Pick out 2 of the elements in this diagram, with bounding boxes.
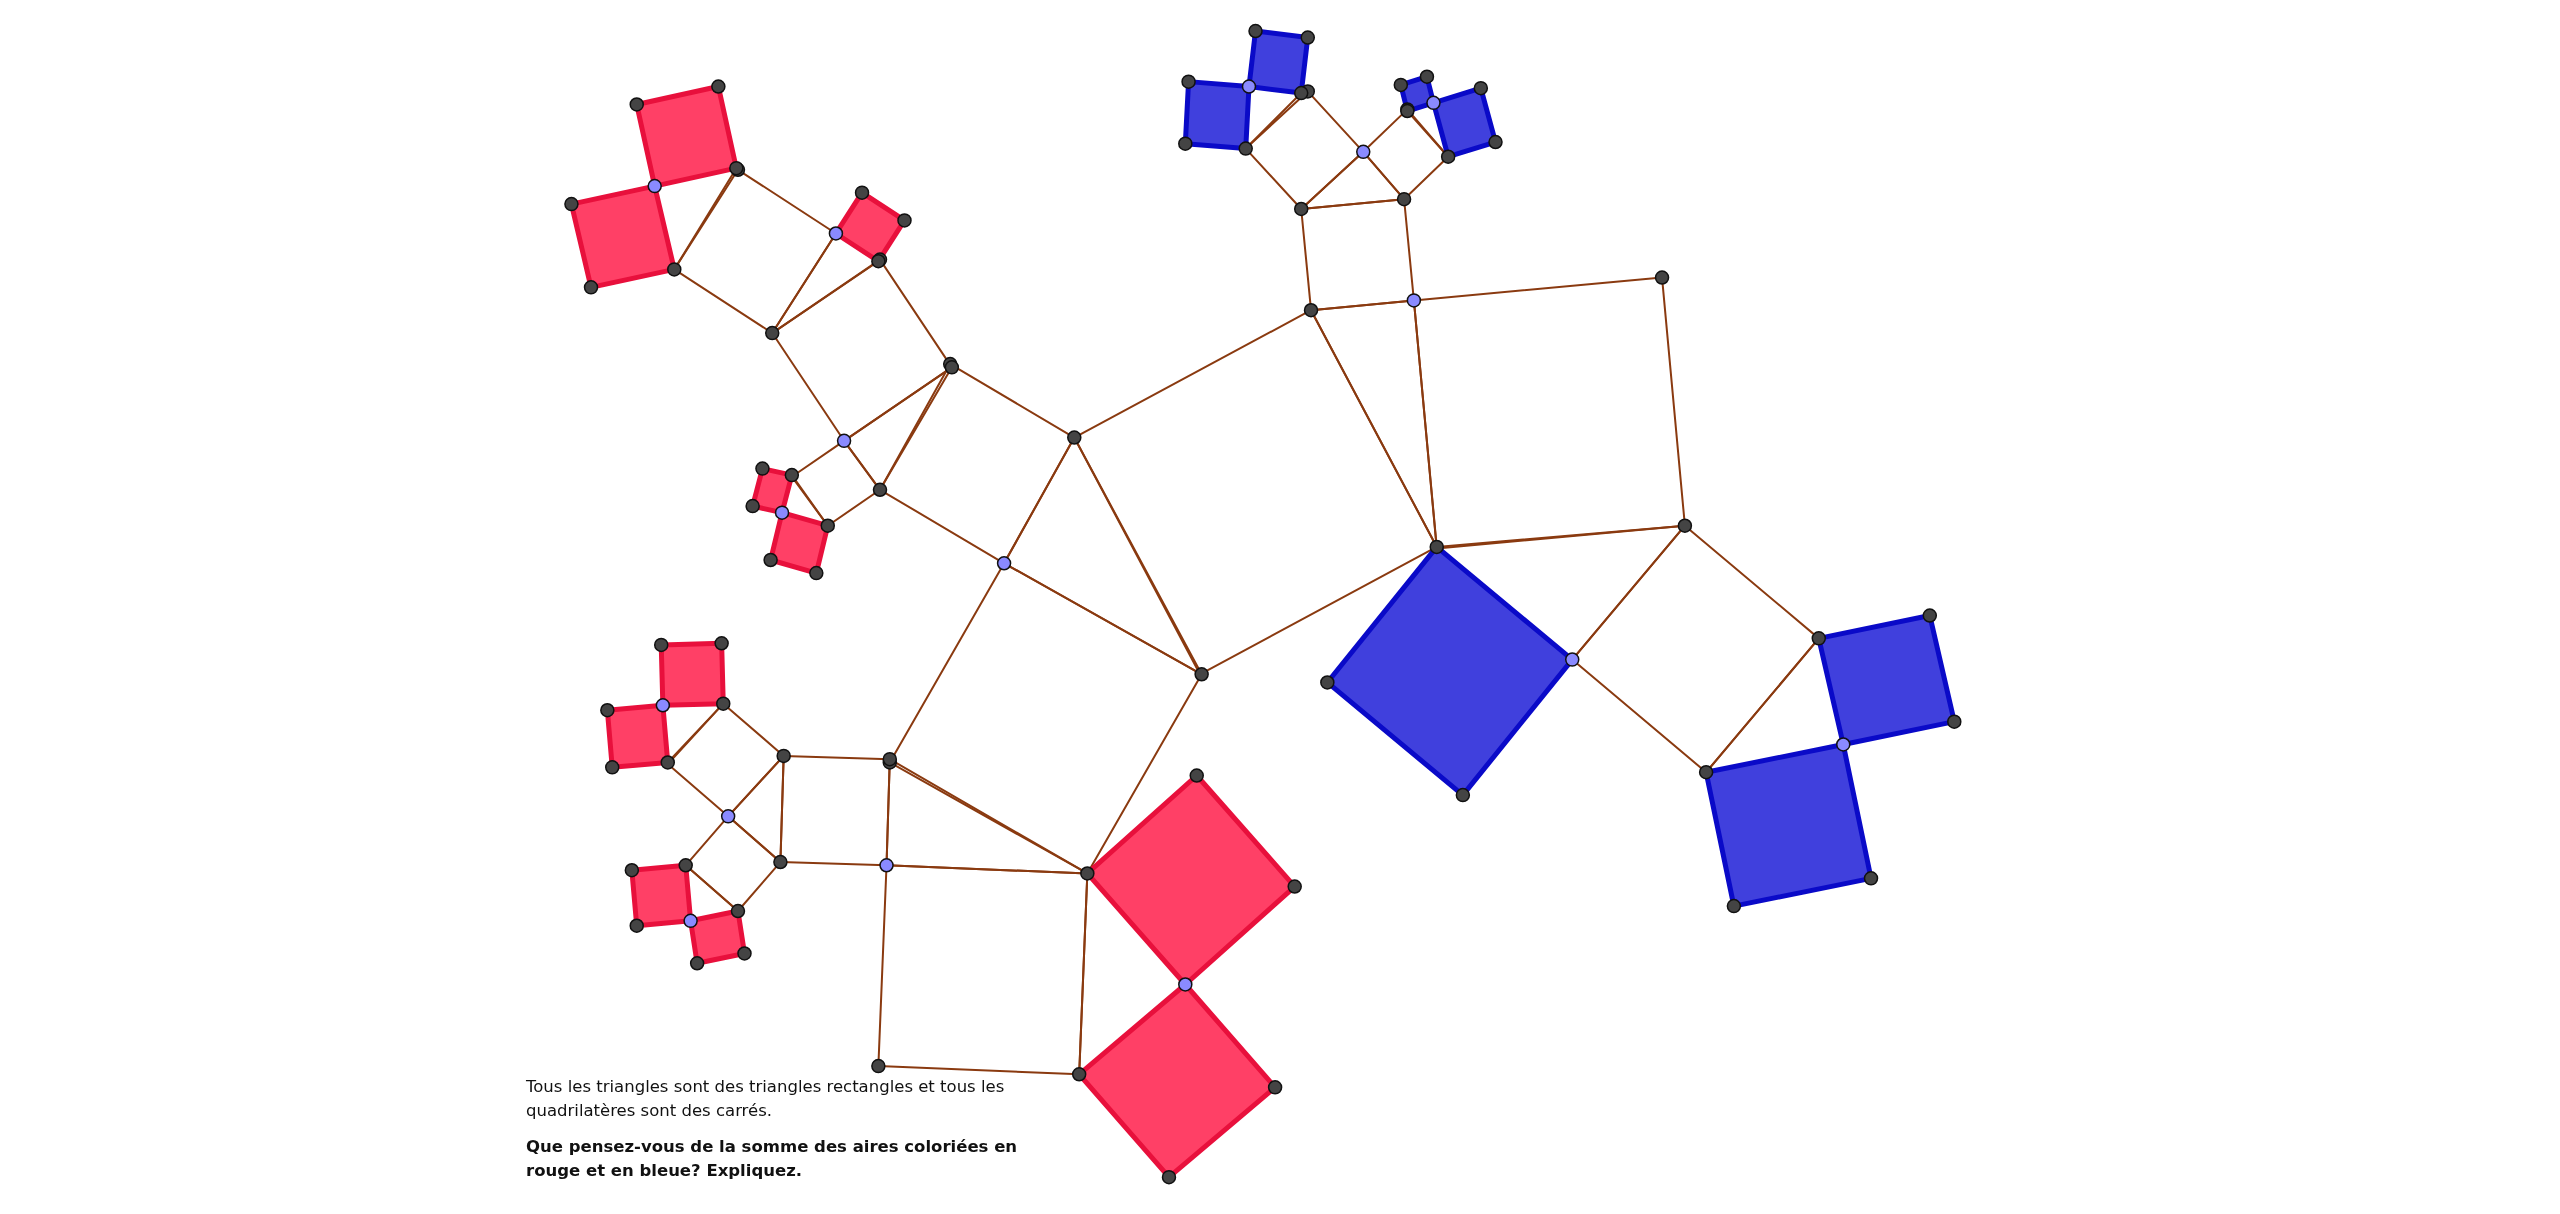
instruction-text: Tous les triangles sont des triangles rectangles et tous les quadrilatères sont des carrés.	[526, 1076, 1006, 1122]
question-text: Que pensez-vous de la somme des aires coloriées en rouge et en bleue? Expliquez.	[526, 1136, 1019, 1182]
